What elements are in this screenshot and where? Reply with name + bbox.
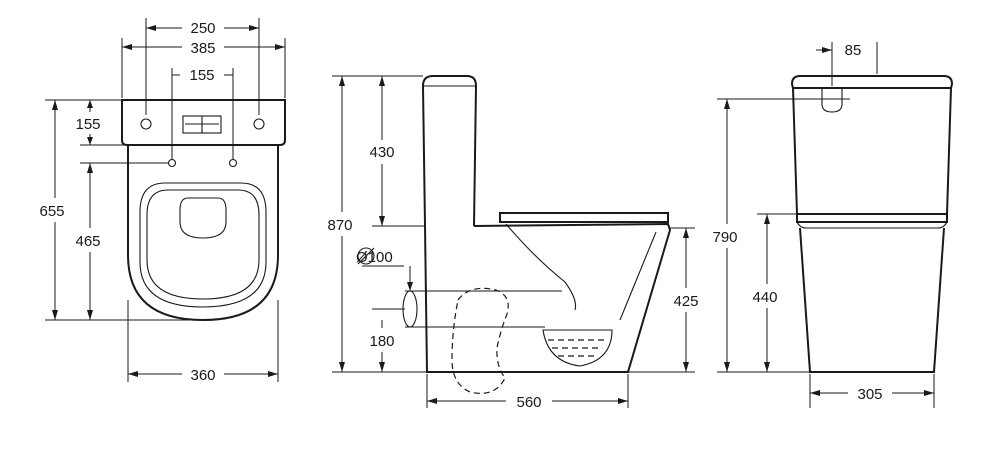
dim-870: 870 [327, 217, 352, 234]
dim-425: 425 [673, 293, 698, 310]
seat-outer [139, 182, 267, 308]
seat-hinge-left [167, 158, 177, 168]
dim-85: 85 [845, 42, 862, 59]
bowl-opening [179, 197, 227, 239]
dim-560: 560 [516, 394, 541, 411]
diameter-symbol [357, 247, 375, 265]
seat-inner [146, 189, 260, 300]
top-view-cistern [121, 99, 286, 146]
fixing-hole-left [140, 118, 152, 130]
rear-inlet [821, 88, 843, 113]
water-trap [542, 329, 613, 367]
dim-790: 790 [712, 229, 737, 246]
dim-155-vertical: 155 [75, 116, 100, 133]
side-view-cistern [421, 75, 478, 227]
rear-view-seat [796, 213, 948, 223]
rear-view: 85 790 440 305 [712, 42, 954, 408]
top-view-bowl [127, 145, 279, 322]
dim-155-horizontal: 155 [189, 67, 214, 84]
dim-diameter-100: Ø100 [356, 249, 393, 266]
side-view-seat [499, 212, 669, 223]
dim-465: 465 [75, 233, 100, 250]
rear-view-cistern [790, 75, 954, 89]
dim-250: 250 [190, 20, 215, 37]
top-view: 250 385 155 155 655 465 360 [39, 18, 286, 384]
rear-view-bowl [799, 227, 945, 373]
dim-360: 360 [190, 367, 215, 384]
dim-440: 440 [752, 289, 777, 306]
dim-430: 430 [369, 144, 394, 161]
dim-180: 180 [369, 333, 394, 350]
outlet-pipe [451, 287, 509, 394]
dim-385: 385 [190, 40, 215, 57]
side-view-pan [424, 222, 672, 373]
fixing-hole-right [253, 118, 265, 130]
bowl-inner-curve [505, 223, 577, 311]
seat-hinge-right [228, 158, 238, 168]
dim-305: 305 [857, 386, 882, 403]
outlet-ellipse [402, 290, 418, 328]
dim-655: 655 [39, 203, 64, 220]
side-view: 430 870 Ø100 180 425 560 [327, 75, 699, 411]
